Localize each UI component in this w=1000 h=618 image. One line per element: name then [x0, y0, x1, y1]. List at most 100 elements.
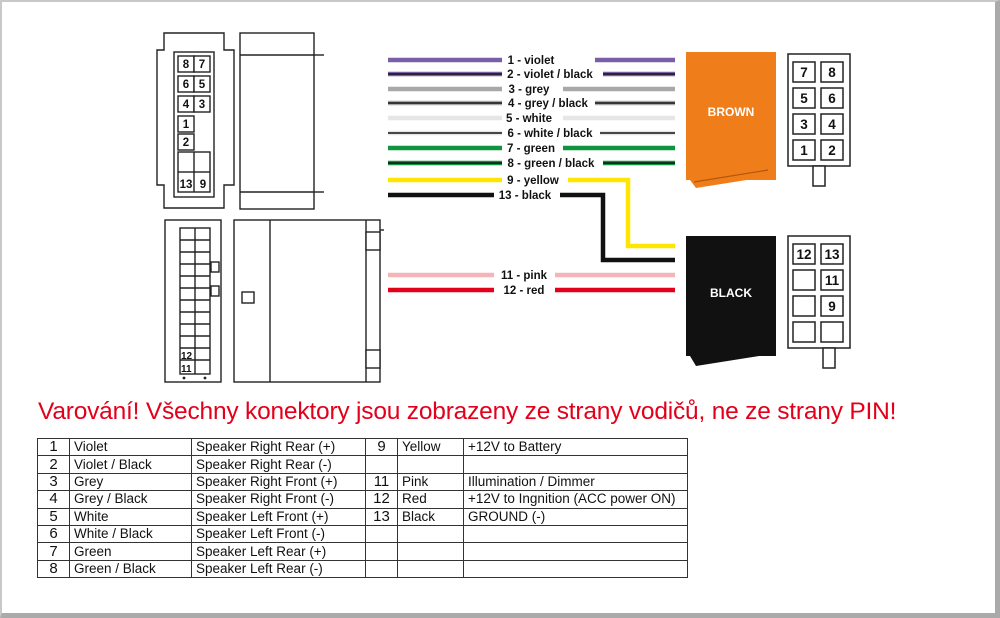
wire-function: Speaker Right Front (-): [191, 490, 366, 509]
wire-label: 12 - red: [504, 285, 545, 297]
wire-color: Yellow: [397, 437, 464, 457]
wire-color: Pink: [397, 472, 464, 492]
left-bottom-connector-front: [164, 219, 222, 383]
wire-function: Speaker Right Rear (-): [191, 455, 366, 474]
wires-left: [388, 57, 502, 293]
wire-label: 8 - green / black: [508, 158, 596, 170]
wire-color: White / Black: [69, 524, 192, 544]
pin-label: 1: [800, 143, 808, 158]
pin-number: 3: [37, 472, 70, 492]
wire-color: Grey / Black: [69, 490, 192, 509]
pin-label: 4: [828, 117, 836, 132]
black-connector-label: BLACK: [710, 286, 752, 300]
wire-function: [463, 559, 688, 579]
pin-label: 9: [828, 299, 836, 314]
pin-number: 7: [37, 542, 70, 561]
wire-function: Speaker Left Rear (-): [191, 559, 366, 579]
pin-number: 1: [37, 437, 70, 457]
pin-number: 8: [37, 559, 70, 579]
wire-label: 1 - violet: [508, 55, 555, 67]
left-bottom-connector-side: [233, 219, 384, 383]
pin-number: 4: [37, 490, 70, 509]
pin-label: 6: [183, 79, 189, 91]
wire-function: [463, 542, 688, 561]
wire-label: 11 - pink: [501, 270, 548, 282]
wire-label: 6 - white / black: [508, 128, 594, 140]
pin-label: 11: [181, 364, 192, 375]
right-top-pinout: [787, 53, 851, 187]
pin-label: 2: [183, 137, 189, 149]
wire-function: +12V to Ingnition (ACC power ON): [463, 490, 688, 509]
wire-color: [397, 524, 464, 544]
wire-function: Speaker Right Front (+): [191, 472, 366, 492]
wire-function: +12V to Battery: [463, 437, 688, 457]
wire-color: Black: [397, 507, 464, 526]
pin-number: 2: [37, 455, 70, 474]
pin-dot: [203, 376, 207, 380]
wire-function: GROUND (-): [463, 507, 688, 526]
wire-function: [463, 524, 688, 544]
wires-right: [555, 57, 675, 293]
wire-color: Red: [397, 490, 464, 509]
pin-label: 3: [800, 117, 808, 132]
black-connector: BLACK: [686, 236, 776, 366]
pin-label: 13: [180, 179, 193, 191]
pin-number: 11: [365, 472, 398, 492]
warning-text: Varování! Všechny konektory jsou zobraze…: [38, 398, 897, 425]
pin-number: 5: [37, 507, 70, 526]
wire-function: Speaker Left Rear (+): [191, 542, 366, 561]
wire-color: White: [69, 507, 192, 526]
pin-label: 2: [828, 143, 836, 158]
pin-label: 6: [828, 91, 836, 106]
pin-label: 7: [800, 65, 808, 80]
pin-number: [365, 559, 398, 579]
left-top-connector-front: [156, 32, 235, 209]
wire-color: [397, 542, 464, 561]
left-top-connector-side: [239, 32, 324, 210]
wire-color: Green / Black: [69, 559, 192, 579]
pin-label: 5: [800, 91, 808, 106]
right-bottom-pinout: [787, 235, 851, 369]
wire-function: Speaker Left Front (-): [191, 524, 366, 544]
wire-label: 4 - grey / black: [508, 98, 589, 110]
pin-number: [365, 524, 398, 544]
pin-label: 8: [183, 59, 190, 71]
pin-number: [365, 542, 398, 561]
wire-color: Grey: [69, 472, 192, 492]
pin-label: 8: [828, 65, 836, 80]
wire-label: 3 - grey: [509, 84, 551, 96]
wiring-diagram: 8 7 6 5 4 3 1 2 13 9 12 1: [156, 32, 851, 383]
wire-color: [397, 455, 464, 474]
pin-dot: [182, 376, 186, 380]
wire-color: Green: [69, 542, 192, 561]
wire-label: 7 - green: [507, 143, 555, 155]
brown-connector: BROWN: [686, 52, 776, 188]
wire-color: [397, 559, 464, 579]
wire-function: [463, 455, 688, 474]
pin-number: 9: [365, 437, 398, 457]
wire-color: Violet: [69, 437, 192, 457]
pin-label: 12: [181, 351, 193, 362]
wire-function: Speaker Left Front (+): [191, 507, 366, 526]
pin-label: 7: [199, 59, 205, 71]
pin-number: 13: [365, 507, 398, 526]
wire-function: Speaker Right Rear (+): [191, 437, 366, 457]
wire-color: Violet / Black: [69, 455, 192, 474]
pin-number: [365, 455, 398, 474]
pin-number: 12: [365, 490, 398, 509]
pin-number: 6: [37, 524, 70, 544]
wire-label: 9 - yellow: [507, 175, 559, 187]
pin-label: 1: [183, 119, 190, 131]
wire-label: 5 - white: [506, 113, 552, 125]
pin-label: 11: [825, 273, 840, 288]
pin-label: 12: [796, 247, 811, 262]
